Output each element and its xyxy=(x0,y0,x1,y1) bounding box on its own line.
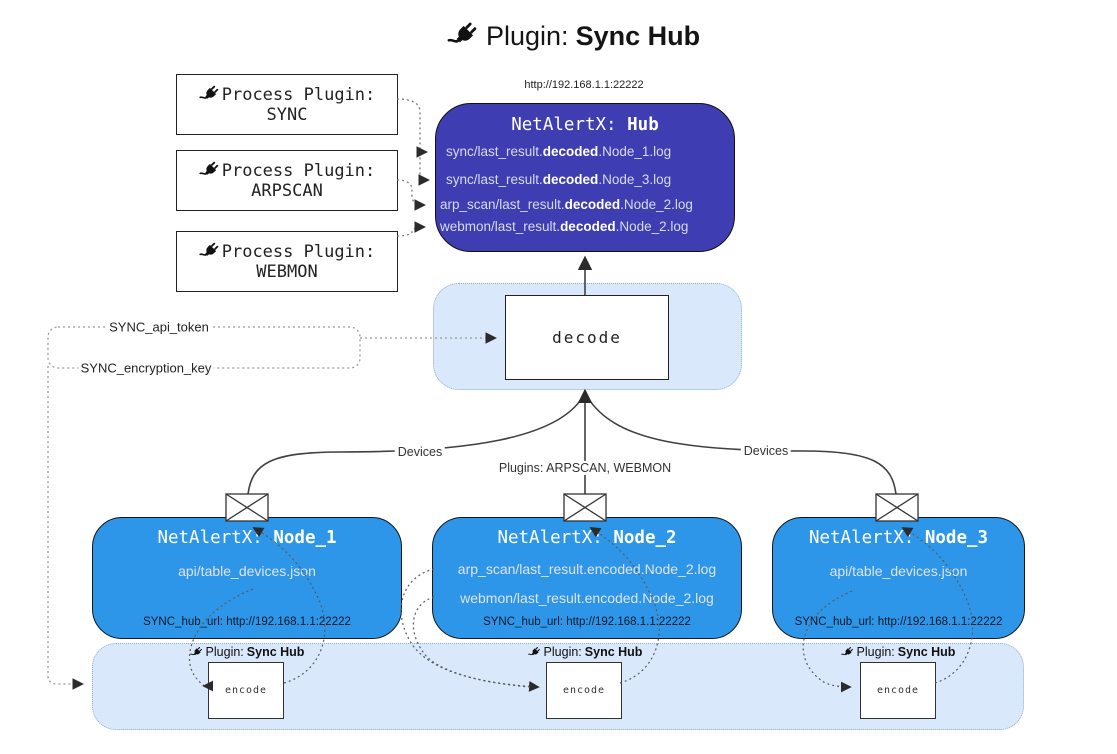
page-title-bold: Sync Hub xyxy=(575,20,701,51)
process-plugin-arpscan: Process Plugin: ARPSCAN xyxy=(176,150,398,211)
plugins-label-center: Plugins: ARPSCAN, WEBMON xyxy=(495,461,675,475)
process-plugin-label: Process Plugin: xyxy=(221,84,376,105)
node-hub-url: SYNC_hub_url: http://192.168.1.1:22222 xyxy=(143,616,351,628)
node-3: NetAlertX: Node_3 api/table_devices.json… xyxy=(772,517,1025,639)
hub-title: NetAlertX: Hub xyxy=(511,115,659,135)
process-plugin-name: ARPSCAN xyxy=(251,181,323,201)
node-title: NetAlertX: Node_2 xyxy=(497,528,677,548)
node-line: arp_scan/last_result.encoded.Node_2.log xyxy=(457,561,717,577)
node-1: NetAlertX: Node_1 api/table_devices.json… xyxy=(92,517,402,639)
devices-label-right: Devices xyxy=(740,444,792,458)
process-plugin-name: WEBMON xyxy=(256,262,318,282)
process-plugin-webmon: Process Plugin: WEBMON xyxy=(176,231,398,292)
page-title-text: Plugin: xyxy=(486,20,569,51)
node-line: api/table_devices.json xyxy=(178,563,316,579)
hub-node: NetAlertX: Hub sync/last_result.decoded.… xyxy=(435,103,735,252)
hub-log-line: webmon/last_result.decoded.Node_2.log xyxy=(440,219,689,234)
hub-log-line: sync/last_result.decoded.Node_1.log xyxy=(446,144,672,159)
plug-icon xyxy=(447,20,479,52)
plug-icon xyxy=(199,84,220,105)
decode-box: decode xyxy=(505,295,669,380)
process-plugin-label: Process Plugin: xyxy=(221,160,376,181)
encode-box: encode xyxy=(546,662,622,719)
process-plugin-label: Process Plugin: xyxy=(221,241,376,262)
hub-url-label: http://192.168.1.1:22222 xyxy=(524,79,644,91)
page-title: Plugin: Sync Hub xyxy=(447,20,700,52)
node-line: webmon/last_result.encoded.Node_2.log xyxy=(460,590,714,606)
encode-plugin-label: Plugin: Sync Hub xyxy=(172,645,322,659)
encode-box: encode xyxy=(860,662,936,719)
plug-icon xyxy=(190,646,203,659)
plug-icon xyxy=(841,646,854,659)
devices-label-left: Devices xyxy=(394,445,446,459)
plugin-to-hub-connectors xyxy=(396,98,430,237)
node-2: NetAlertX: Node_2 arp_scan/last_result.e… xyxy=(432,517,742,639)
node-hub-url: SYNC_hub_url: http://192.168.1.1:22222 xyxy=(483,616,691,628)
sync-api-token-label: SYNC_api_token xyxy=(107,319,211,335)
encode-box: encode xyxy=(208,662,284,719)
encode-plugin-label: Plugin: Sync Hub xyxy=(510,645,660,659)
node-title: NetAlertX: Node_3 xyxy=(808,528,989,548)
node-line: api/table_devices.json xyxy=(829,563,968,579)
process-plugin-sync: Process Plugin: SYNC xyxy=(176,74,398,135)
plug-icon xyxy=(199,241,220,262)
encode-plugin-label: Plugin: Sync Hub xyxy=(823,645,973,659)
hub-log-line: arp_scan/last_result.decoded.Node_2.log xyxy=(440,197,693,212)
sync-encryption-key-label: SYNC_encryption_key xyxy=(78,360,214,376)
plug-icon xyxy=(199,160,220,181)
node-title: NetAlertX: Node_1 xyxy=(157,528,337,548)
process-plugin-name: SYNC xyxy=(266,105,308,125)
node-hub-url: SYNC_hub_url: http://192.168.1.1:22222 xyxy=(794,616,1003,628)
hub-log-line: sync/last_result.decoded.Node_3.log xyxy=(446,172,672,187)
plug-icon xyxy=(528,646,541,659)
